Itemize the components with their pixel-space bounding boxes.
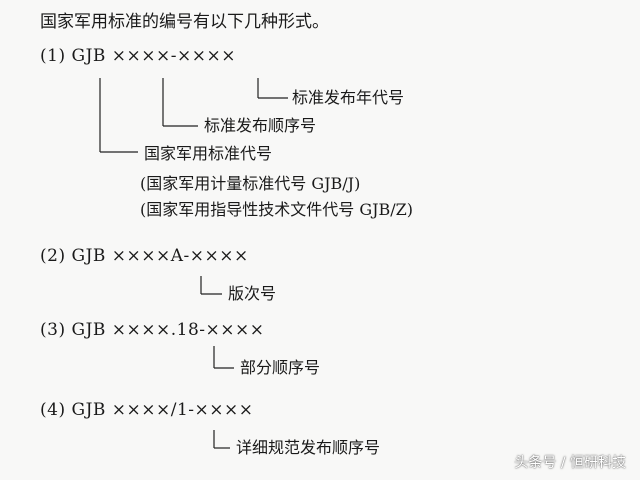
form4-code: (4) GJB ××××/1-×××× bbox=[40, 400, 254, 420]
form2-code: (2) GJB ××××A-×××× bbox=[40, 246, 249, 266]
form1-note-measure: (国家军用计量标准代号 GJB/J) bbox=[140, 174, 361, 193]
form1-seq-label: 标准发布顺序号 bbox=[204, 116, 317, 135]
form1-note-guide: (国家军用指导性技术文件代号 GJB/Z) bbox=[140, 200, 414, 219]
form1-year-label: 标准发布年代号 bbox=[292, 88, 405, 107]
form1-code-label: 国家军用标准代号 bbox=[144, 144, 273, 163]
heading: 国家军用标准的编号有以下几种形式。 bbox=[40, 12, 329, 32]
form4-label: 详细规范发布顺序号 bbox=[236, 438, 381, 457]
watermark: 头条号 / 恒研科技 bbox=[514, 455, 626, 471]
form2-label: 版次号 bbox=[228, 284, 277, 303]
form3-code: (3) GJB ××××.18-×××× bbox=[40, 320, 265, 340]
form1-code: (1) GJB ××××-×××× bbox=[40, 46, 236, 66]
form3-label: 部分顺序号 bbox=[240, 358, 321, 377]
